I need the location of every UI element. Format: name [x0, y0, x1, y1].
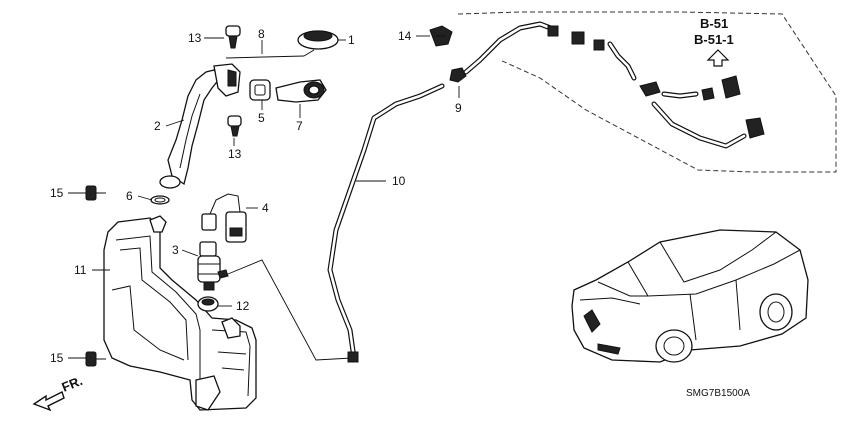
callout-4: 4	[262, 201, 269, 215]
callout-7: 7	[296, 119, 303, 133]
strainer-7	[275, 79, 327, 103]
callout-3: 3	[172, 243, 179, 257]
filler-cap	[297, 30, 339, 50]
callout-15-bottom: 15	[50, 351, 64, 365]
nozzle-hoses	[463, 21, 765, 149]
pump-seal-12	[197, 296, 219, 312]
front-arrow-icon	[32, 391, 65, 412]
front-direction-marker: FR.	[32, 373, 85, 412]
callout-labels: 1 13 8 2 5 7 13 15 6 4 3 11 12 15 10 9 1…	[50, 27, 462, 365]
bolt-15-bottom	[85, 351, 106, 367]
detail-boundary	[457, 11, 837, 173]
seal-5	[249, 79, 271, 101]
vehicle-illustration	[571, 229, 809, 363]
callout-14: 14	[398, 29, 412, 43]
callout-5: 5	[258, 111, 265, 125]
clip-13-top	[225, 25, 241, 49]
grommet-6	[150, 195, 170, 205]
reference-arrow-icon	[706, 49, 730, 67]
callout-13-bottom: 13	[228, 147, 242, 161]
pump-harness	[201, 193, 247, 243]
callout-8: 8	[258, 27, 265, 41]
clip-13-bottom	[227, 115, 242, 137]
callout-2: 2	[154, 119, 161, 133]
callout-6: 6	[126, 189, 133, 203]
clip-14	[429, 25, 453, 47]
diagram-code: SMG7B1500A	[686, 388, 750, 399]
reference-b51-1: B-51-1	[694, 32, 734, 47]
callout-9: 9	[455, 101, 462, 115]
washer-tank	[103, 215, 257, 411]
front-label: FR.	[60, 373, 85, 395]
callout-13-top: 13	[188, 31, 202, 45]
callout-10: 10	[392, 174, 406, 188]
bolt-15-top	[85, 185, 106, 201]
leader-lines	[68, 35, 460, 359]
callout-1: 1	[348, 33, 355, 47]
callout-12: 12	[236, 299, 250, 313]
level-rod	[225, 49, 315, 59]
washer-pump	[197, 241, 229, 291]
filler-pipe	[159, 63, 241, 189]
washer-hose	[227, 83, 445, 363]
joint-9	[449, 67, 467, 83]
callout-15-top: 15	[50, 186, 64, 200]
callout-11: 11	[74, 263, 87, 277]
reference-b51: B-51	[700, 16, 728, 31]
